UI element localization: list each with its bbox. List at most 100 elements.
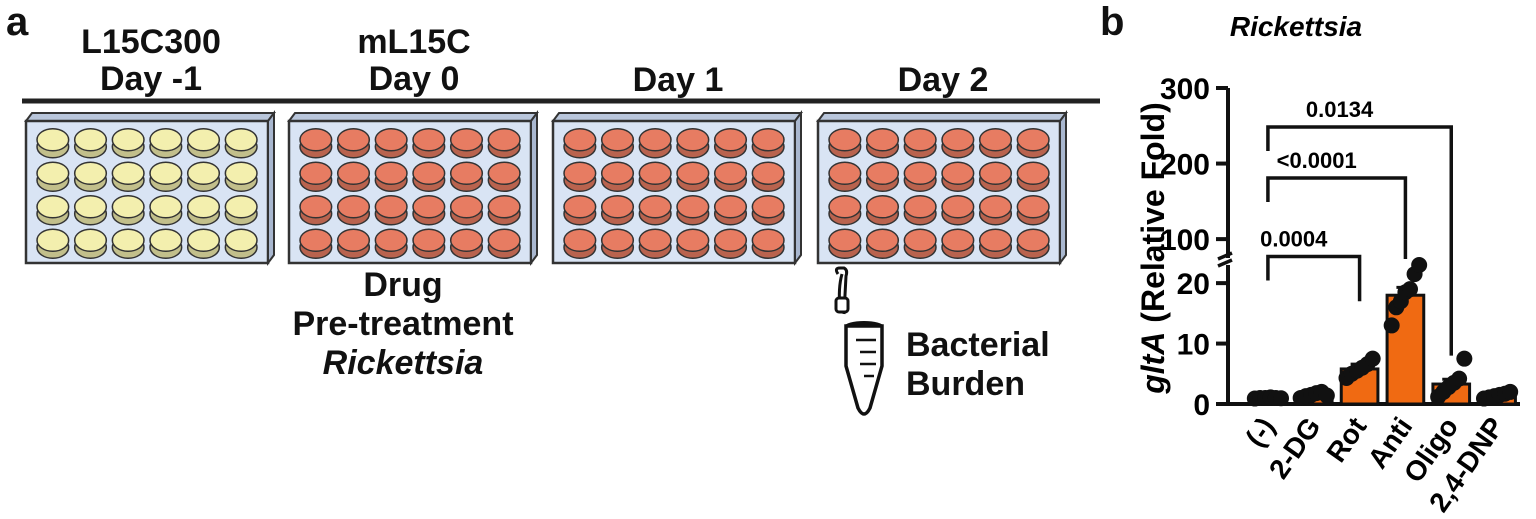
well-top (676, 194, 710, 219)
plate-3-day: Day 1 (632, 61, 724, 99)
well-top (449, 161, 484, 186)
well (374, 228, 408, 260)
well (73, 127, 108, 159)
well (374, 161, 408, 193)
well (412, 194, 446, 226)
well (751, 194, 785, 226)
plate-2-day: Day 0 (368, 60, 460, 99)
well-top (1016, 228, 1050, 253)
well-top (186, 228, 221, 253)
well (638, 161, 672, 193)
well-plate-2 (287, 110, 539, 266)
well (186, 161, 221, 193)
well-top (374, 228, 408, 253)
well (111, 161, 145, 193)
well (865, 127, 900, 159)
p-value-Anti: <0.0001 (1277, 148, 1357, 173)
well (487, 161, 521, 193)
well (36, 127, 70, 159)
significance-bracket-Anti (1266, 176, 1408, 259)
well (676, 127, 710, 159)
plate-2-medium: mL15C (357, 23, 471, 61)
well (713, 194, 748, 226)
well (713, 161, 748, 193)
data-point (1411, 257, 1428, 273)
well-top (1016, 194, 1050, 219)
well-top (111, 194, 145, 219)
well-top (903, 194, 937, 219)
well-top (374, 194, 408, 219)
well (1016, 161, 1050, 193)
well-top (865, 228, 900, 253)
well-top (149, 161, 183, 186)
well-top (36, 228, 70, 253)
well (487, 228, 521, 260)
treatment-drug: Drug (363, 266, 443, 304)
well-top (336, 127, 371, 152)
well (903, 161, 937, 193)
well-top (563, 127, 597, 152)
well (638, 127, 672, 159)
well-top (713, 194, 748, 219)
well (941, 161, 975, 193)
well (600, 161, 635, 193)
p-value-Rot: 0.0004 (1260, 226, 1328, 251)
well-top (600, 194, 635, 219)
well-top (828, 194, 862, 219)
well-top (676, 127, 710, 152)
well (676, 228, 710, 260)
well (449, 127, 484, 159)
well-top (224, 161, 258, 186)
well-top (374, 127, 408, 152)
well (111, 127, 145, 159)
well-top (563, 161, 597, 186)
well (224, 161, 258, 193)
well-top (299, 127, 333, 152)
well-top (487, 194, 521, 219)
well (336, 161, 371, 193)
well (111, 194, 145, 226)
well (73, 161, 108, 193)
well-top (638, 127, 672, 152)
plate-1-medium: L15C300 (81, 23, 221, 61)
plate-4-header: Day 2 (818, 61, 1068, 99)
x-tick-label-(-): (-) (1239, 412, 1280, 453)
well (111, 228, 145, 260)
well-top (336, 161, 371, 186)
well (600, 194, 635, 226)
well-top (149, 228, 183, 253)
plate-4-day: Day 2 (897, 61, 989, 99)
well-top (487, 228, 521, 253)
well-top (638, 228, 672, 253)
well-top (36, 161, 70, 186)
well-top (903, 228, 937, 253)
well (412, 228, 446, 260)
treatment-label: Drug Pre-treatment Rickettsia (278, 266, 528, 383)
well-top (299, 194, 333, 219)
well-top (186, 127, 221, 152)
y-upper-0-tick-label: 100 (1160, 224, 1210, 257)
well-top (1016, 161, 1050, 186)
well (941, 127, 975, 159)
well (374, 194, 408, 226)
microcentrifuge-tube-icon (834, 266, 884, 416)
well (224, 228, 258, 260)
well (676, 194, 710, 226)
well (299, 194, 333, 226)
well-top (941, 161, 975, 186)
well (978, 127, 1013, 159)
well-top (713, 228, 748, 253)
well (978, 194, 1013, 226)
well (374, 127, 408, 159)
plate-1-header: L15C300 Day -1 (26, 23, 276, 99)
well-top (978, 127, 1013, 152)
well-top (449, 228, 484, 253)
well (563, 127, 597, 159)
well (36, 161, 70, 193)
well (828, 194, 862, 226)
y-upper-1-tick-label: 200 (1160, 149, 1210, 182)
well-top (487, 127, 521, 152)
well (336, 194, 371, 226)
well (186, 228, 221, 260)
